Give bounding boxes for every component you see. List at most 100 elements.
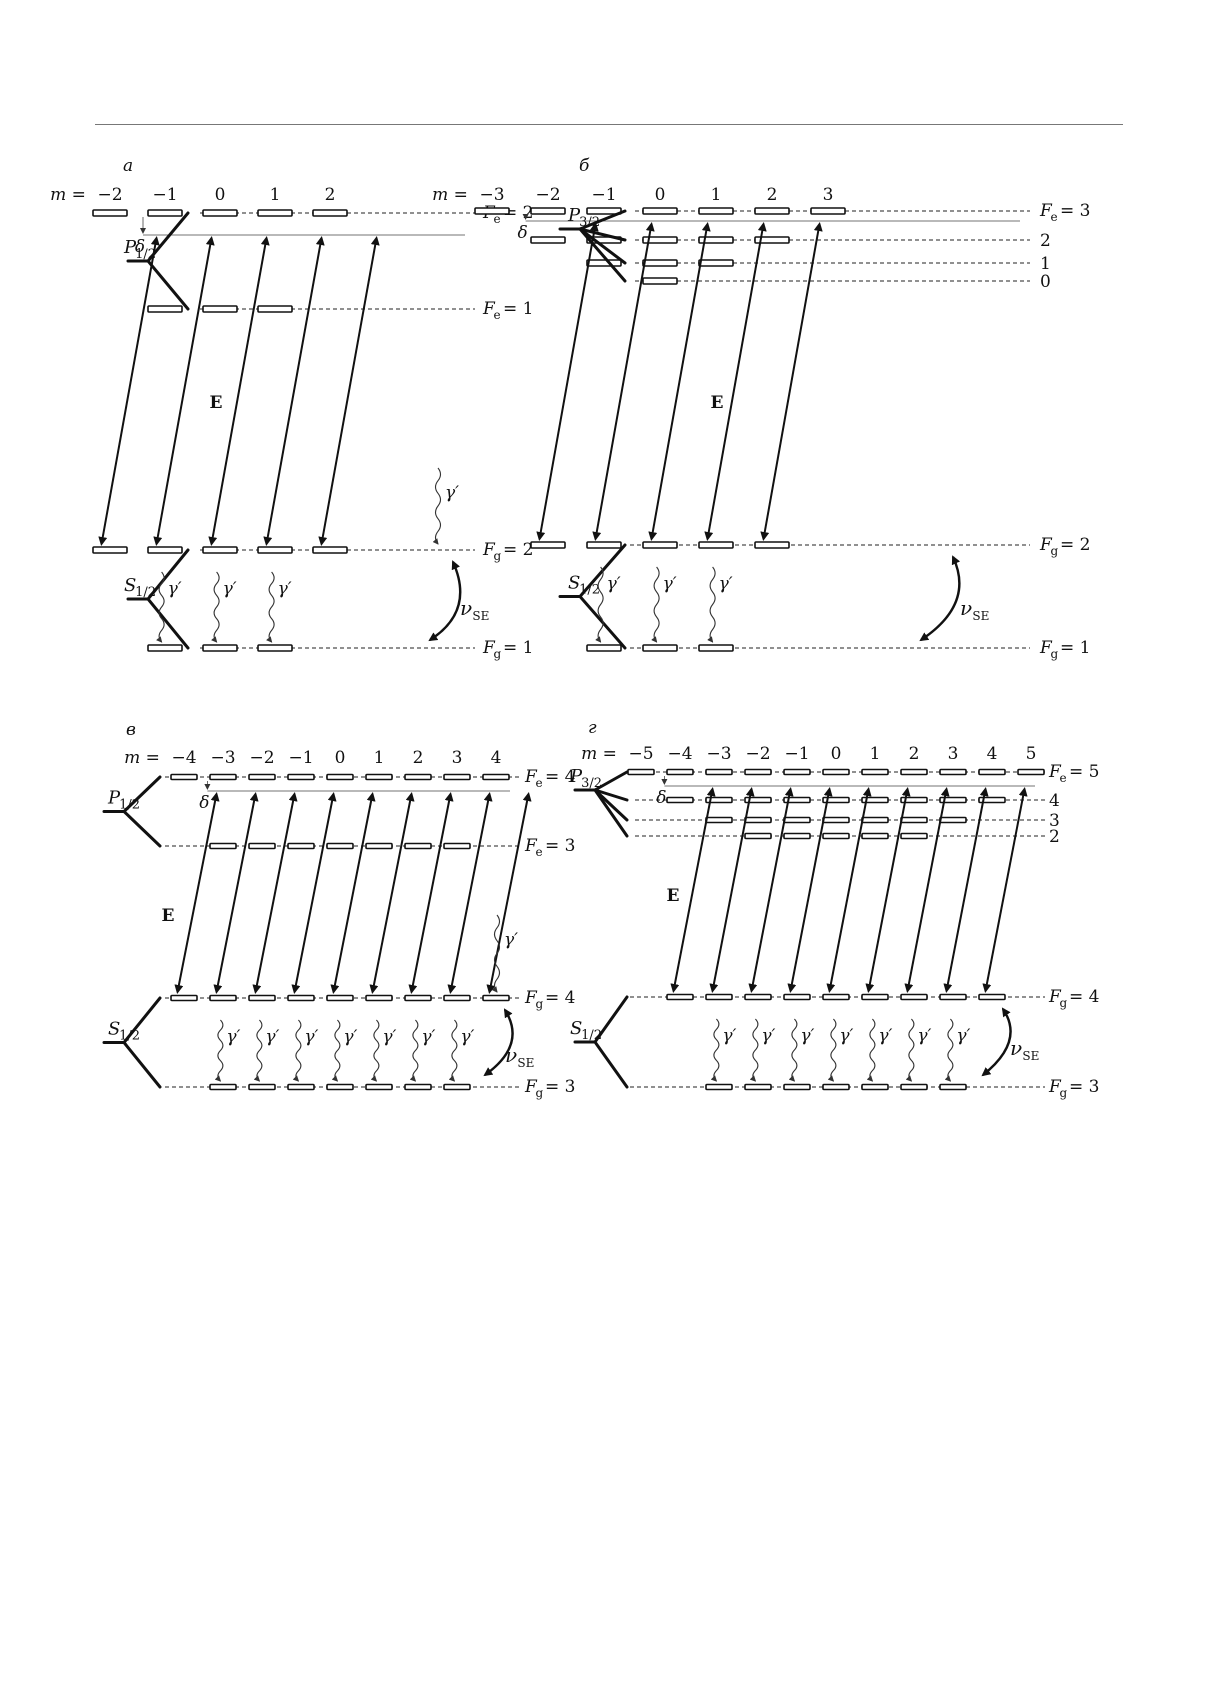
- excited-level-symbol-sub: e: [494, 212, 501, 226]
- ground-sublevel: [586, 644, 622, 652]
- spin-exchange-arrow: [483, 1008, 514, 1077]
- m-value: 1: [374, 748, 385, 768]
- m-prefix: m =: [432, 185, 468, 205]
- transition-arrow: [592, 222, 655, 541]
- ground-level-value: = 2: [1060, 535, 1090, 555]
- excited-sublevel: [822, 768, 850, 776]
- decay-arrow: [788, 1018, 798, 1082]
- lower-term-label: S1/2: [570, 1018, 602, 1043]
- ground-level-symbol-main: F: [1039, 638, 1053, 658]
- ground-level-symbol-sub: g: [494, 647, 502, 661]
- decay-arrow: [292, 1019, 302, 1082]
- ground-level-value: = 1: [1060, 638, 1090, 658]
- excited-level-value: = 1: [503, 299, 533, 319]
- decay-label: γ′: [226, 1027, 240, 1047]
- excited-sublevel: [744, 832, 772, 840]
- transition-arrow: [865, 787, 911, 993]
- ground-sublevel: [822, 993, 850, 1001]
- ground-level-symbol: Fg: [1048, 1077, 1068, 1100]
- excited-sublevel: [900, 832, 928, 840]
- decay-arrow: [331, 1019, 341, 1082]
- ground-sublevel: [257, 644, 293, 652]
- m-value: −1: [288, 748, 313, 768]
- excited-sublevel: [939, 768, 967, 776]
- ground-level-symbol-sub: g: [536, 1086, 544, 1100]
- ground-sublevel: [705, 1083, 733, 1091]
- excited-sublevel: [642, 207, 678, 215]
- excited-level-value: = 5: [1069, 762, 1099, 782]
- ground-level-symbol-sub: g: [1051, 647, 1059, 661]
- ground-level-symbol-main: F: [482, 540, 496, 560]
- spin-exchange-arrow: [981, 1007, 1012, 1077]
- transition-arrow: [748, 787, 794, 993]
- excited-sublevel: [287, 842, 315, 850]
- excited-level-value: 1: [1040, 254, 1051, 274]
- excited-sublevel: [939, 816, 967, 824]
- decay-arrow: [827, 1018, 837, 1082]
- upper-term-branch: [593, 788, 629, 802]
- ground-level-symbol: Fg: [482, 540, 502, 563]
- transition-arrow: [330, 792, 376, 994]
- ground-sublevel: [783, 993, 811, 1001]
- excited-sublevel: [978, 768, 1006, 776]
- ground-sublevel: [698, 541, 734, 549]
- decay-label: γ′: [917, 1026, 931, 1046]
- panel-letter: a: [123, 156, 133, 176]
- decay-label: γ′: [839, 1026, 853, 1046]
- transition-arrow: [670, 787, 716, 993]
- top-rule: [95, 124, 1123, 125]
- excited-sublevel: [861, 768, 889, 776]
- excited-sublevel: [530, 207, 566, 215]
- m-value: 3: [452, 748, 463, 768]
- ground-level-symbol-sub: g: [1051, 544, 1059, 558]
- excited-sublevel: [170, 773, 198, 781]
- excited-sublevel: [474, 207, 510, 215]
- ground-level-symbol: Fg: [524, 1077, 544, 1100]
- ground-sublevel: [822, 1083, 850, 1091]
- ground-sublevel: [861, 1083, 889, 1091]
- ground-sublevel: [147, 546, 183, 554]
- ground-level-symbol-sub: g: [494, 549, 502, 563]
- m-value: −2: [535, 185, 560, 205]
- decay-label: γ′: [878, 1026, 892, 1046]
- upper-term-label-main: P: [107, 788, 121, 809]
- excited-level-symbol-sub: e: [1060, 771, 1067, 785]
- excited-level-value: 2: [1040, 231, 1051, 251]
- ground-sublevel: [482, 994, 510, 1002]
- excited-sublevel: [202, 209, 238, 217]
- decay-label: γ′: [278, 579, 292, 599]
- upper-term-branch: [593, 788, 629, 822]
- ground-sublevel: [939, 993, 967, 1001]
- ground-sublevel: [92, 546, 128, 554]
- excited-level-symbol: Fe: [524, 767, 543, 790]
- ground-sublevel: [443, 994, 471, 1002]
- upper-term-branch: [593, 788, 629, 838]
- panel-letter: г: [588, 718, 597, 738]
- ground-sublevel: [287, 994, 315, 1002]
- excited-level-symbol-sub: e: [1051, 210, 1058, 224]
- lower-term-bracket: [578, 543, 627, 650]
- ground-level-symbol-sub: g: [1060, 1086, 1068, 1100]
- excited-sublevel: [744, 768, 772, 776]
- ground-level-symbol-sub: g: [1060, 996, 1068, 1010]
- decay-label: γ′: [168, 579, 182, 599]
- lower-term-bracket: [146, 548, 190, 650]
- ground-level-value: = 4: [545, 988, 575, 1008]
- ground-sublevel: [202, 644, 238, 652]
- ground-level-symbol: Fg: [482, 638, 502, 661]
- ground-level-value: = 3: [1069, 1077, 1099, 1097]
- excited-sublevel: [822, 816, 850, 824]
- excited-sublevel: [326, 842, 354, 850]
- ground-sublevel: [202, 546, 238, 554]
- m-value: 1: [711, 185, 722, 205]
- decay-label: γ′: [663, 574, 677, 594]
- panel-letter: в: [126, 720, 136, 740]
- excited-sublevel: [147, 305, 183, 313]
- excited-sublevel: [754, 207, 790, 215]
- spin-exchange-label-sub: SE: [1022, 1049, 1039, 1063]
- ground-sublevel: [744, 1083, 772, 1091]
- ground-sublevel: [698, 644, 734, 652]
